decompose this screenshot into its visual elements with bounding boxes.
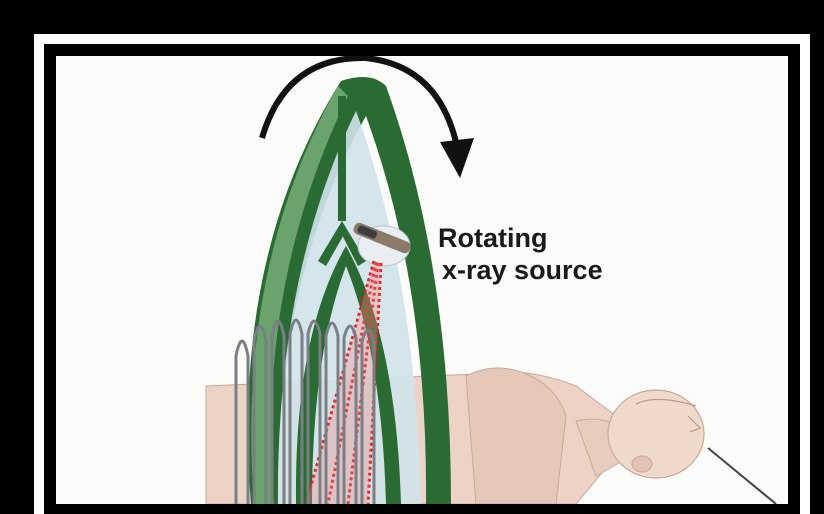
xray-source-annotation: Rotating x-ray source <box>438 222 603 286</box>
patient-ear <box>632 456 652 472</box>
ct-illustration <box>56 56 788 504</box>
annotation-line-2: x-ray source <box>438 254 603 286</box>
illustration-canvas: Rotating x-ray source <box>56 56 788 504</box>
gantry-center-strut <box>338 96 346 221</box>
rotation-arrow-head <box>440 138 474 178</box>
patient-head <box>608 390 704 478</box>
annotation-line-1: Rotating <box>438 223 547 253</box>
cable-line <box>708 448 776 504</box>
